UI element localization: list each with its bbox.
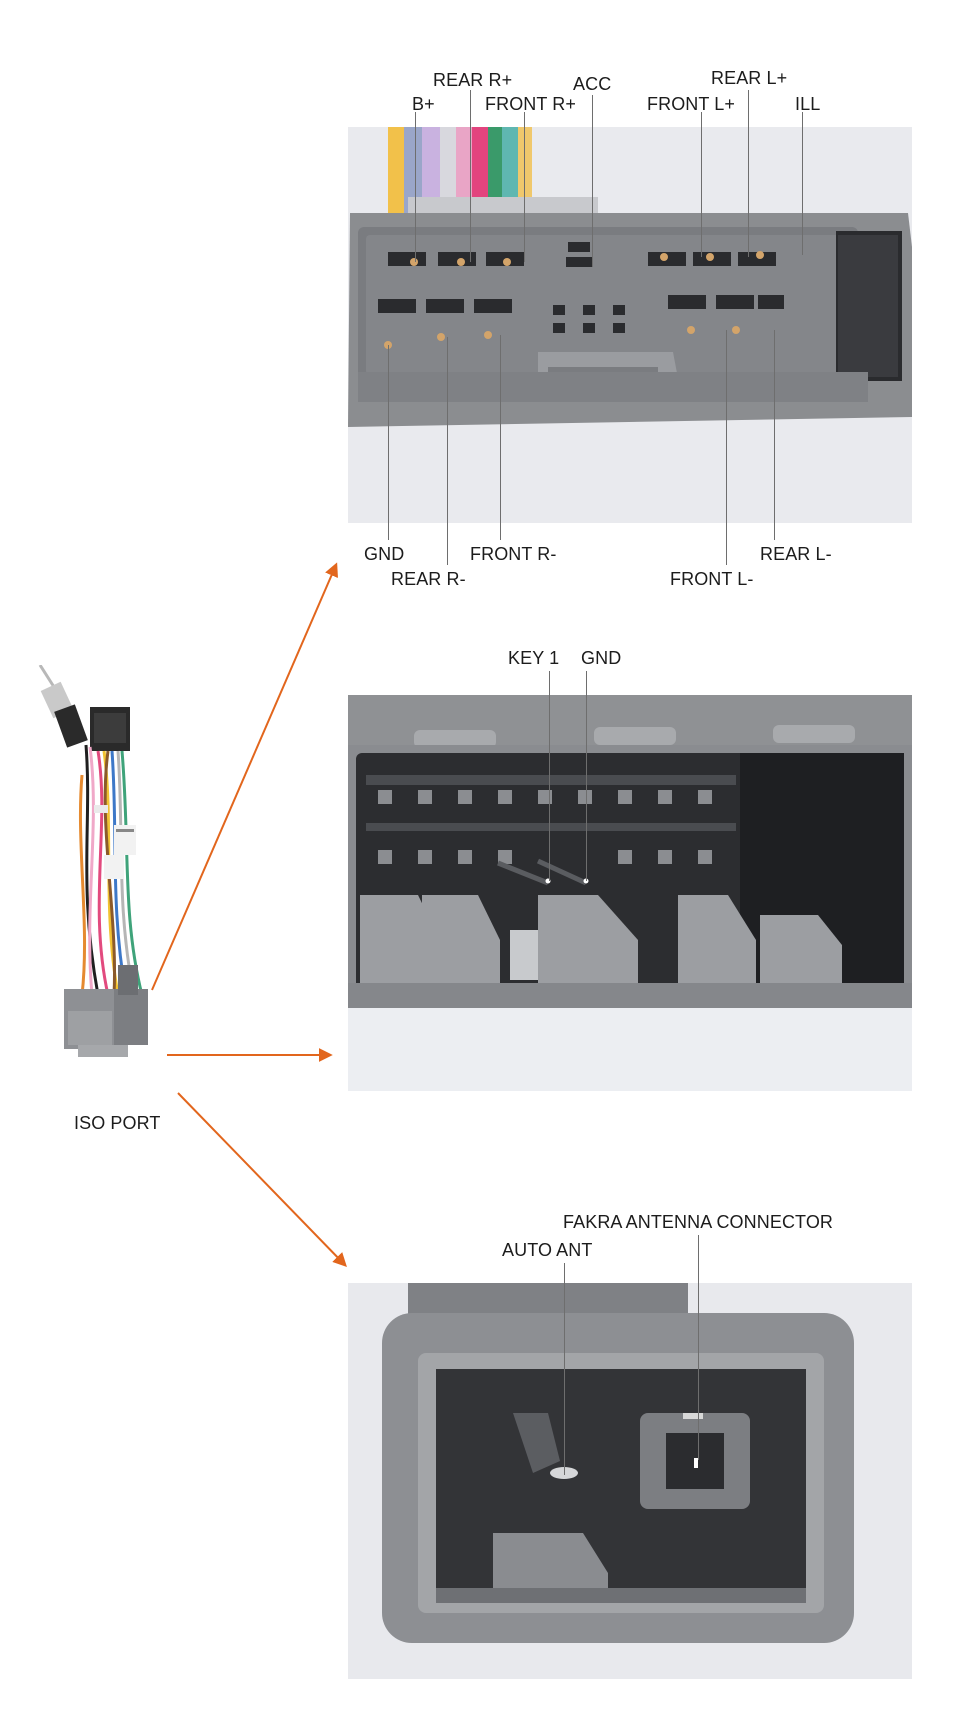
pin-label-rear-l-plus: REAR L+ (711, 68, 788, 88)
leader-key1 (549, 671, 550, 881)
iso-port-label: ISO PORT (74, 1113, 161, 1133)
wire-bundle-top (388, 127, 598, 231)
pin-label-front-l-minus: FRONT L- (670, 569, 754, 589)
pin-label-rear-r-minus: REAR R- (391, 569, 466, 589)
pin-label-rear-r-plus: REAR R+ (433, 70, 513, 90)
leader-front-r-plus (524, 112, 525, 262)
leader-front-l-plus (701, 112, 702, 257)
leader-acc (592, 95, 593, 267)
pin-label-rear-l-minus: REAR L- (760, 544, 832, 564)
leader-rear-l-minus (774, 330, 775, 540)
pin-label-front-r-plus: FRONT R+ (485, 94, 576, 114)
leader-auto-ant (564, 1263, 565, 1475)
leader-rear-r-minus (447, 337, 448, 565)
leader-rear-l-plus (748, 90, 749, 257)
pin-label-gnd-key: GND (581, 648, 622, 668)
wiring-harness-image (18, 664, 178, 1120)
arrow-to-main-connector (151, 562, 338, 991)
antenna-connector-photo (348, 1283, 912, 1679)
leader-b-plus (415, 112, 416, 262)
leader-fakra (698, 1235, 699, 1460)
pin-label-b-plus: B+ (412, 94, 435, 114)
leader-ill (802, 112, 803, 255)
leader-rear-r-plus (470, 90, 471, 262)
antenna-plug-icon (38, 664, 88, 748)
leader-gnd-key (586, 671, 587, 881)
main-connector-photo (348, 127, 912, 523)
pin-label-ill: ILL (795, 94, 821, 114)
pin-label-front-l-plus: FRONT L+ (647, 94, 735, 114)
pin-label-front-r-minus: FRONT R- (470, 544, 557, 564)
pin-label-key1: KEY 1 (508, 648, 560, 668)
pin-label-fakra: FAKRA ANTENNA CONNECTOR (563, 1212, 834, 1232)
pin-label-acc: ACC (573, 74, 612, 94)
leader-front-l-minus (726, 330, 727, 565)
leader-gnd (388, 345, 389, 540)
pin-label-gnd: GND (364, 544, 405, 564)
leader-front-r-minus (500, 335, 501, 540)
arrow-to-antenna-connector (177, 1092, 347, 1268)
key-connector-photo (348, 695, 912, 1091)
pin-label-auto-ant: AUTO ANT (502, 1240, 593, 1260)
